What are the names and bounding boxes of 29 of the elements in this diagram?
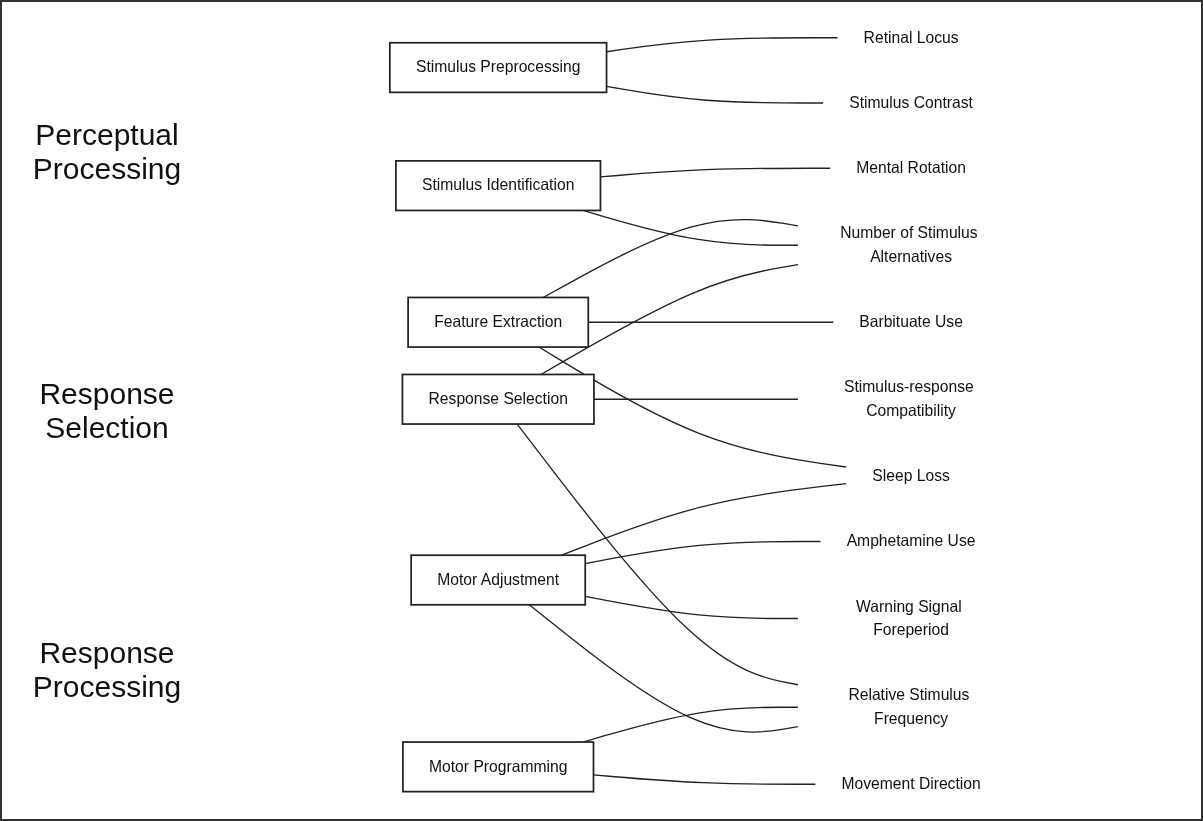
node-text: Sleep Loss (871, 466, 950, 485)
connector (584, 595, 799, 619)
node-text: Number of Stimulus Alternatives (839, 223, 978, 265)
connector (528, 603, 799, 733)
node-box: Response Selection (401, 373, 595, 425)
group-label: Response Selection (38, 376, 176, 445)
node-text: Amphetamine Use (846, 531, 975, 550)
connector (592, 773, 816, 785)
connector (584, 540, 821, 564)
group-label: Response Processing (31, 635, 183, 704)
node-box: Stimulus Identification (394, 159, 601, 211)
node-text: Movement Direction (840, 774, 981, 793)
node-text: Retinal Locus (863, 28, 959, 46)
node-text: Stimulus-response Compatibility (843, 377, 974, 419)
node-text: Mental Rotation (855, 158, 966, 177)
node-box: Motor Programming (401, 740, 594, 792)
node-text: Relative Stimulus Frequency (847, 685, 969, 727)
connector (581, 209, 799, 246)
connector (516, 422, 799, 685)
node-text: Warning Signal Foreperiod (855, 597, 962, 639)
node-box: Feature Extraction (406, 296, 589, 348)
node-text: Barbituate Use (858, 312, 963, 331)
node-box: Motor Adjustment (409, 553, 586, 606)
connector (599, 167, 831, 178)
node-text: Stimulus Contrast (848, 93, 973, 111)
group-label: Perceptual Processing (31, 117, 183, 186)
connector (537, 345, 847, 468)
node-box: Stimulus Preprocessing (388, 41, 607, 93)
connector (587, 321, 834, 323)
